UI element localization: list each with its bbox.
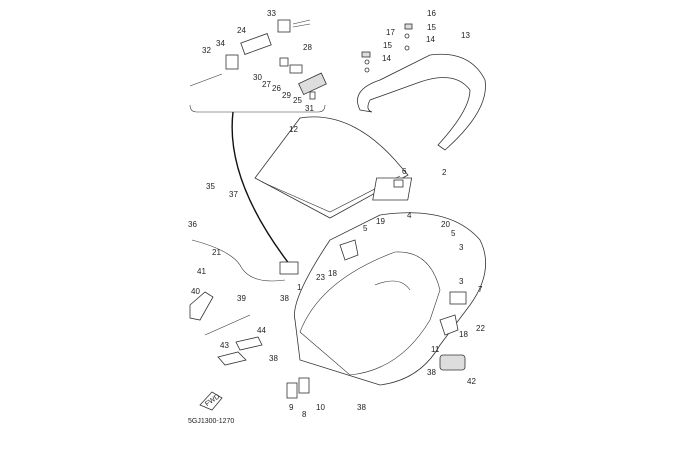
callout: 3 [459,243,464,252]
callout: 10 [316,403,325,412]
bracket-40 [189,291,214,321]
callout: 11 [431,345,440,354]
callout: 35 [206,182,215,191]
part-8 [286,382,298,399]
callout: 3 [459,277,464,286]
inset-bracket [189,104,326,113]
callout: 25 [293,96,302,105]
callout: 2 [442,168,447,177]
callout: 5 [451,229,456,238]
callout: 23 [316,273,325,282]
lock-18a [339,239,359,261]
connector-parts [189,19,327,100]
callout: 14 [426,35,435,44]
rear-carrier [357,53,486,151]
callout: 8 [302,410,307,419]
callout: 34 [216,39,225,48]
callout: 29 [282,91,291,100]
connector [279,261,299,275]
wire-harness [231,111,291,266]
callout: 22 [476,324,485,333]
callout: 39 [237,294,246,303]
pad [393,179,404,188]
pad-42 [439,354,466,371]
callout: 16 [427,9,436,18]
diagram-code: 5GJ1300-1270 [188,418,234,425]
callout: 38 [280,294,289,303]
plate [372,177,413,201]
callout: 18 [459,330,468,339]
callout: 41 [197,267,206,276]
callout: 12 [289,125,298,134]
callout: 37 [229,190,238,199]
callout: 44 [257,326,266,335]
lock-18b [439,314,459,336]
callout: 13 [461,31,470,40]
callout: 43 [220,341,229,350]
callout: 7 [478,285,483,294]
storage-box [294,212,486,386]
callout: 18 [328,269,337,278]
callout: 28 [303,43,312,52]
callout: 30 [253,73,262,82]
callout: 15 [383,41,392,50]
callout: 32 [202,46,211,55]
callout: 27 [262,80,271,89]
callout: 4 [407,211,412,220]
plate-44 [235,336,263,351]
callout: 5 [363,224,368,233]
pad-43 [217,351,247,366]
callout: 38 [427,368,436,377]
callout: 38 [269,354,278,363]
callout: 15 [427,23,436,32]
part-10 [298,377,310,394]
callout: 42 [467,377,476,386]
callout: 38 [357,403,366,412]
pad-7 [449,291,467,305]
callout: 6 [402,167,407,176]
callout: 19 [376,217,385,226]
callout: 17 [386,28,395,37]
cable-39 [204,314,251,336]
callout: 24 [237,26,246,35]
callout: 14 [382,54,391,63]
cable-21 [191,239,286,282]
callout: 33 [267,9,276,18]
seat-tray [254,116,409,219]
callout: 20 [441,220,450,229]
callout: 26 [272,84,281,93]
callout: 21 [212,248,221,257]
callout: 1 [297,283,302,292]
callout-labels: 33 24 28 34 32 30 27 26 29 25 31 17 16 1… [188,9,485,419]
callout: 9 [289,403,294,412]
fwd-arrow-icon [199,391,223,411]
carrier-bolts [361,23,413,73]
callout: 40 [191,287,200,296]
callout: 31 [305,104,314,113]
callout: 36 [188,220,197,229]
